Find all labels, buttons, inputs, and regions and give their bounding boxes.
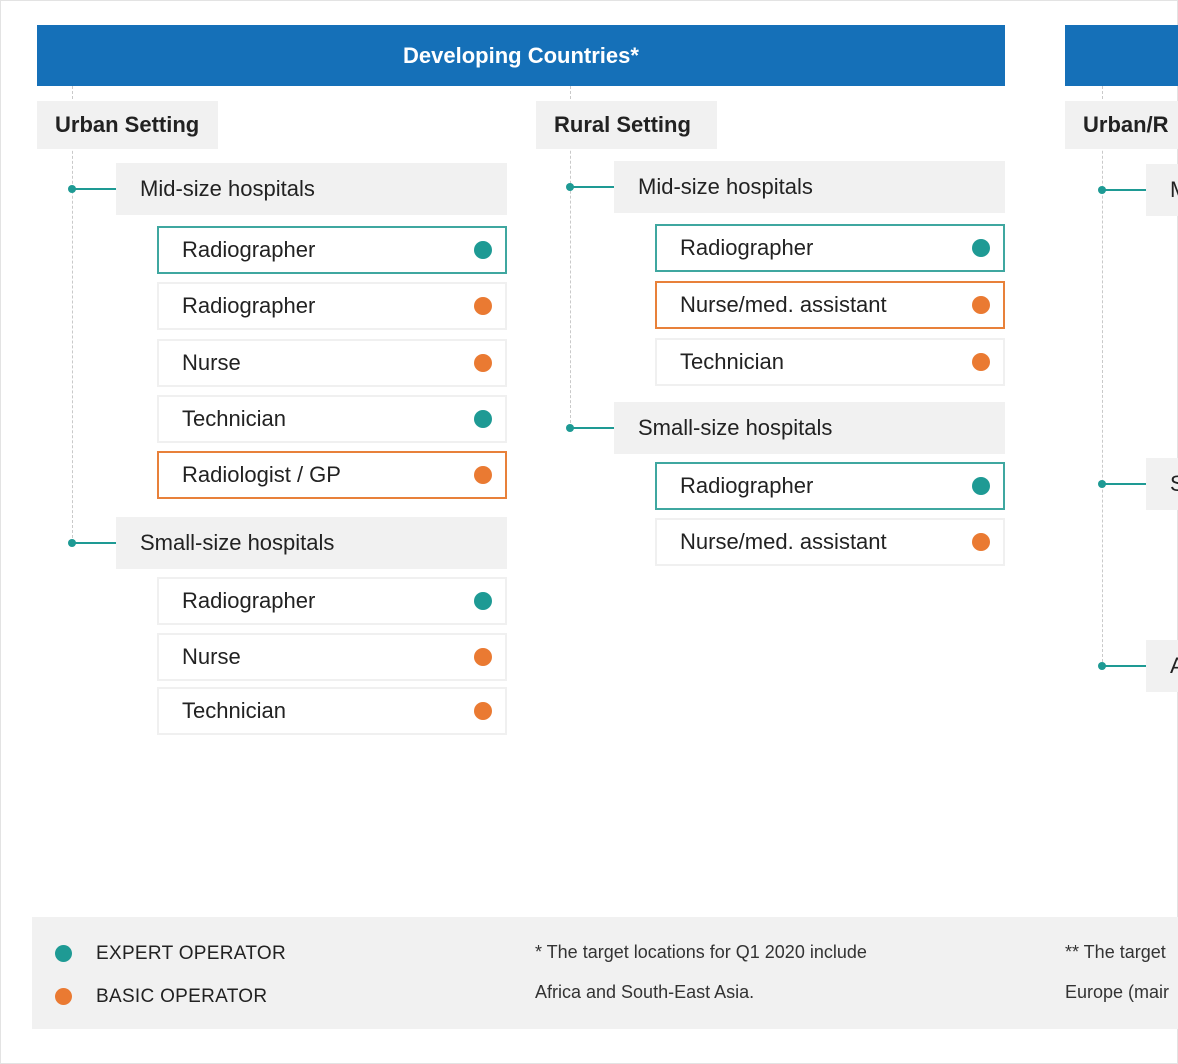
role-label: Radiographer <box>182 293 316 318</box>
role-label: Radiologist / GP <box>182 462 341 487</box>
hospital-group-header: A <box>1146 640 1178 692</box>
role-item: Technician <box>157 687 507 735</box>
role-label: Radiographer <box>680 473 814 498</box>
connector-line <box>72 86 73 543</box>
basic-operator-dot-icon <box>972 533 990 551</box>
hospital-group-header: S <box>1146 458 1178 510</box>
setting-header: Urban Setting <box>37 101 218 149</box>
role-item: Technician <box>157 395 507 443</box>
footnote-2-line1: ** The target <box>1065 942 1166 962</box>
footnote-1-line1: * The target locations for Q1 2020 inclu… <box>535 942 867 962</box>
role-item: Radiographer <box>655 224 1005 272</box>
basic-operator-dot-icon <box>474 297 492 315</box>
banner-developing-countries: Developing Countries* <box>37 25 1005 86</box>
role-label: Nurse/med. assistant <box>680 529 887 554</box>
role-label: Nurse <box>182 350 241 375</box>
connector-dot-icon <box>68 539 76 547</box>
role-label: Radiographer <box>182 588 316 613</box>
basic-operator-dot-icon <box>972 296 990 314</box>
hospital-group-header: Mid-size hospitals <box>614 161 1005 213</box>
role-item: Radiographer <box>157 226 507 274</box>
basic-operator-dot-icon <box>474 354 492 372</box>
role-label: Radiographer <box>182 237 316 262</box>
legend-expert: EXPERT OPERATOR <box>96 943 286 964</box>
connector-branch <box>72 188 116 190</box>
connector-branch <box>570 427 614 429</box>
footer-legend: EXPERT OPERATOR BASIC OPERATOR * The tar… <box>32 917 1178 1029</box>
connector-line <box>570 86 571 428</box>
connector-dot-icon <box>1098 186 1106 194</box>
expert-operator-dot-icon <box>474 592 492 610</box>
footnote-2-line2: Europe (mair <box>1065 982 1170 1002</box>
connector-line <box>1102 86 1103 667</box>
basic-operator-dot-icon <box>474 702 492 720</box>
connector-dot-icon <box>68 185 76 193</box>
basic-operator-dot-icon <box>474 648 492 666</box>
role-item: Nurse/med. assistant <box>655 518 1005 566</box>
legend-basic: BASIC OPERATOR <box>96 986 268 1007</box>
role-item: Nurse/med. assistant <box>655 281 1005 329</box>
role-label: Nurse/med. assistant <box>680 292 887 317</box>
basic-operator-dot-icon <box>474 466 492 484</box>
connector-dot-icon <box>566 183 574 191</box>
expert-operator-dot-icon <box>972 477 990 495</box>
basic-operator-dot-icon <box>972 353 990 371</box>
basic-dot-icon <box>55 988 72 1005</box>
connector-dot-icon <box>566 424 574 432</box>
connector-dot-icon <box>1098 480 1106 488</box>
role-item: Nurse <box>157 633 507 681</box>
expert-operator-dot-icon <box>972 239 990 257</box>
role-item: Radiographer <box>157 282 507 330</box>
role-item: Technician <box>655 338 1005 386</box>
setting-header: Urban/R <box>1065 101 1178 149</box>
expert-operator-dot-icon <box>474 241 492 259</box>
hospital-group-header: Mid-size hospitals <box>116 163 507 215</box>
role-item: Radiologist / GP <box>157 451 507 499</box>
role-label: Radiographer <box>680 235 814 260</box>
connector-branch <box>570 186 614 188</box>
hospital-group-header: Small-size hospitals <box>116 517 507 569</box>
banner-second <box>1065 25 1178 86</box>
connector-branch <box>1102 665 1146 667</box>
connector-dot-icon <box>1098 662 1106 670</box>
hospital-group-header: Small-size hospitals <box>614 402 1005 454</box>
role-label: Technician <box>680 349 784 374</box>
role-item: Radiographer <box>157 577 507 625</box>
role-item: Nurse <box>157 339 507 387</box>
setting-header: Rural Setting <box>536 101 717 149</box>
footnote-1-line2: Africa and South-East Asia. <box>535 982 755 1002</box>
role-label: Technician <box>182 698 286 723</box>
connector-branch <box>1102 189 1146 191</box>
expert-operator-dot-icon <box>474 410 492 428</box>
connector-branch <box>72 542 116 544</box>
hospital-group-header: M <box>1146 164 1178 216</box>
role-label: Nurse <box>182 644 241 669</box>
role-label: Technician <box>182 406 286 431</box>
expert-dot-icon <box>55 945 72 962</box>
connector-branch <box>1102 483 1146 485</box>
role-item: Radiographer <box>655 462 1005 510</box>
